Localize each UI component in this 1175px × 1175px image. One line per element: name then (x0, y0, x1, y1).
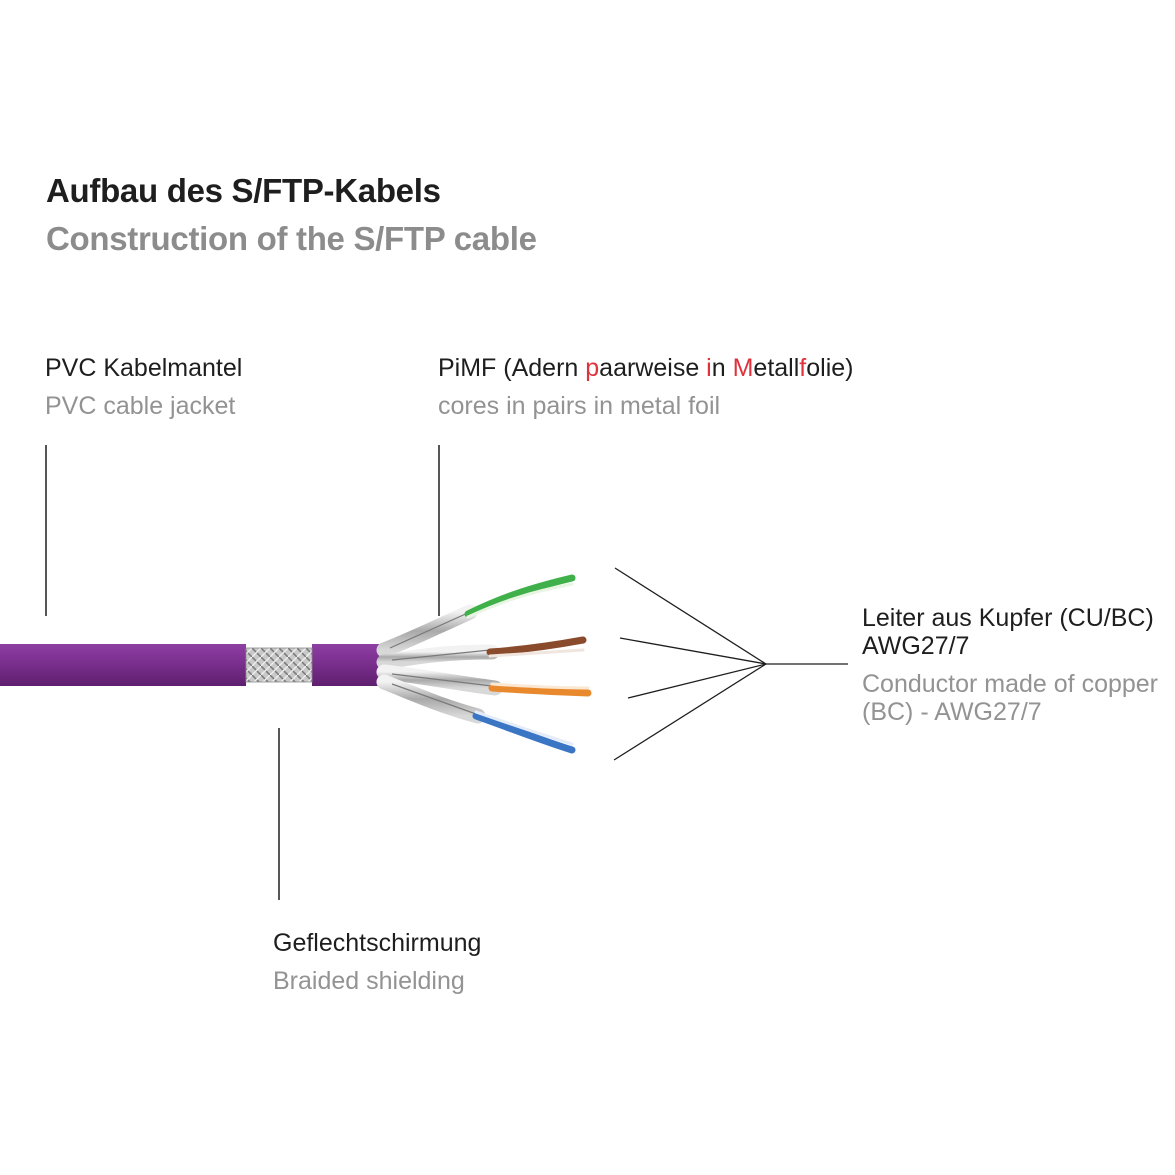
jacket-label-german: PVC Kabelmantel (45, 354, 243, 382)
braid-label-german: Geflechtschirmung (273, 929, 482, 957)
braided-shield (245, 647, 313, 683)
orange-pair (488, 682, 592, 697)
conductor-leader-lines (613, 567, 848, 761)
brown-pair (486, 636, 587, 658)
pvc-jacket (0, 644, 392, 686)
conductor-label-german-line1: Leiter aus Kupfer (CU/BC) (862, 604, 1154, 632)
pimf-accent-i: i (706, 354, 712, 382)
conductor-label-english-line1: Conductor made of copper (862, 670, 1159, 698)
pimf-text-2: aarweise (599, 354, 707, 382)
green-pair (464, 574, 576, 619)
pimf-accent-p: p (585, 354, 600, 382)
pimf-text-4: etall (753, 354, 800, 382)
blue-pair (472, 710, 576, 754)
pimf-accent-m: M (732, 354, 754, 382)
pimf-label-english: cores in pairs in metal foil (438, 392, 721, 420)
title-english: Construction of the S/FTP cable (46, 220, 537, 257)
pimf-accent-f: f (799, 354, 807, 382)
foil-wrapped-pairs (376, 604, 503, 724)
braid-label-english: Braided shielding (273, 967, 465, 995)
pimf-text-1: PiMF (Adern (438, 354, 586, 382)
pimf-label-german: PiMF (Adern paarweise in Metallfolie) (438, 353, 854, 383)
jacket-label-english: PVC cable jacket (45, 392, 236, 420)
conductor-pairs (464, 574, 592, 754)
title-german: Aufbau des S/FTP-Kabels (46, 172, 441, 209)
conductor-label-german-line2: AWG27/7 (862, 632, 970, 660)
conductor-label-english-line2: (BC) - AWG27/7 (862, 698, 1042, 726)
pimf-text-3: n (711, 354, 733, 382)
pimf-text-5: olie) (806, 354, 854, 382)
